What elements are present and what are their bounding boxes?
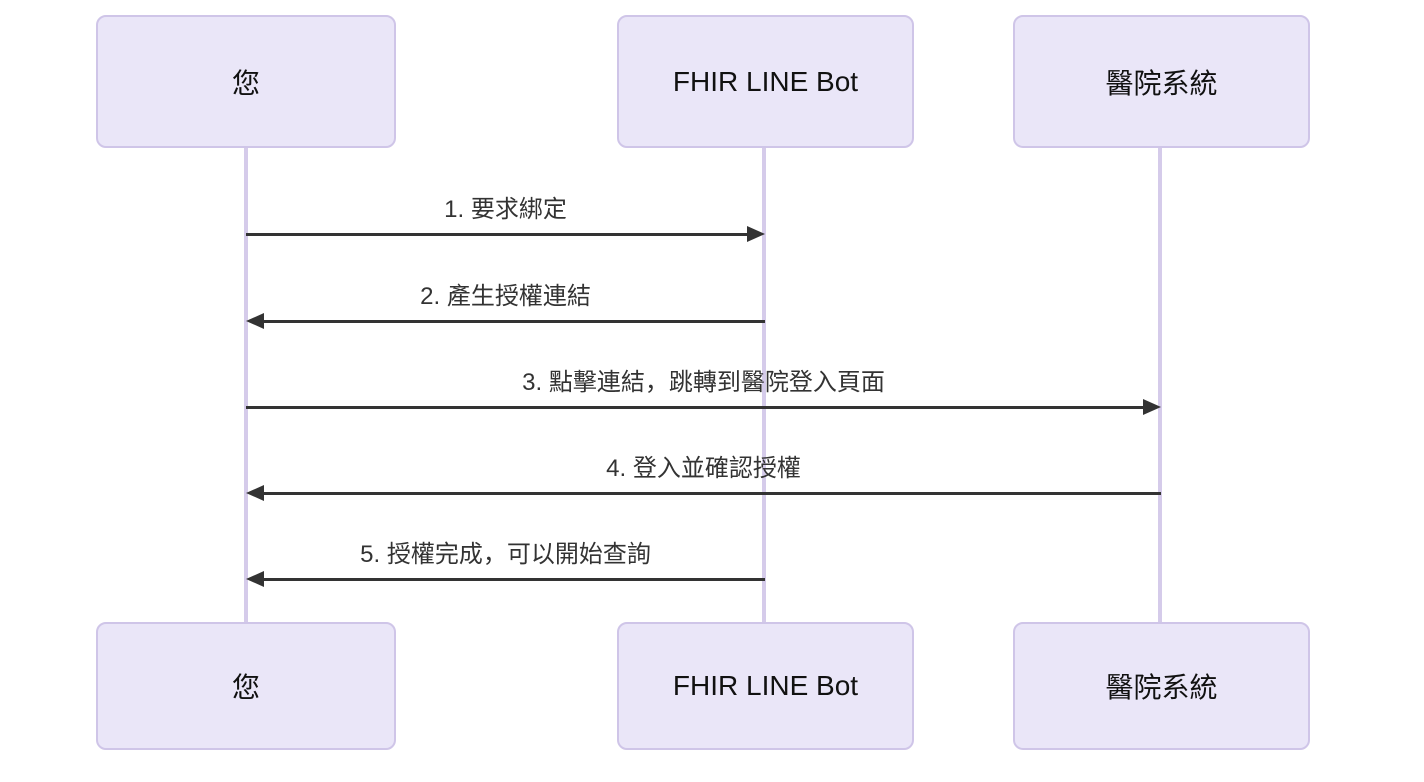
message-2-arrow: [262, 320, 765, 323]
arrowhead-right-icon: [747, 226, 765, 242]
arrowhead-left-icon: [246, 313, 264, 329]
message-4-label: 4. 登入並確認授權: [606, 455, 801, 482]
actor-bottom-you: 您: [96, 622, 396, 750]
actor-bottom-fhir-line-bot: FHIR LINE Bot: [617, 622, 914, 750]
message-5-label: 5. 授權完成，可以開始查詢: [360, 541, 651, 568]
message-4-arrow: [262, 492, 1161, 495]
lifeline-you: [244, 148, 248, 622]
actor-bottom-hospital-system: 醫院系統: [1013, 622, 1310, 750]
actor-label: 醫院系統: [1105, 67, 1218, 99]
message-5-arrow: [262, 578, 765, 581]
arrowhead-left-icon: [246, 571, 264, 587]
actor-label: FHIR LINE Bot: [672, 670, 859, 701]
lifeline-fhir-line-bot: [762, 148, 766, 622]
actor-label: 醫院系統: [1105, 672, 1218, 703]
actor-label: FHIR LINE Bot: [672, 65, 859, 97]
actor-label: 您: [231, 672, 260, 703]
message-3-arrow: [246, 406, 1145, 409]
actor-label: 您: [231, 67, 260, 99]
arrowhead-right-icon: [1143, 399, 1161, 415]
actor-top-hospital-system: 醫院系統: [1013, 15, 1310, 148]
arrowhead-left-icon: [246, 485, 264, 501]
message-1-label: 1. 要求綁定: [444, 196, 567, 223]
message-1-arrow: [246, 233, 749, 236]
actor-top-you: 您: [96, 15, 396, 148]
lifeline-hospital-system: [1158, 148, 1162, 622]
actor-top-fhir-line-bot: FHIR LINE Bot: [617, 15, 914, 148]
message-2-label: 2. 產生授權連結: [420, 283, 591, 310]
message-3-label: 3. 點擊連結，跳轉到醫院登入頁面: [522, 369, 885, 396]
